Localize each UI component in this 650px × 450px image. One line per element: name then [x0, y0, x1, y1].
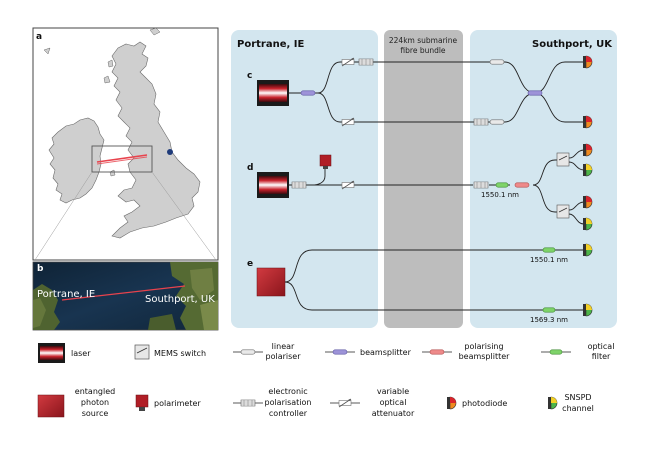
legend-epc-label-3: controller [269, 409, 308, 418]
panel-label-c: c [247, 71, 252, 81]
legend-laser-label: laser [71, 349, 91, 358]
map-zoom-box [91, 145, 153, 173]
mems-switch-bottom [556, 204, 570, 219]
region-fibre-bundle [384, 30, 463, 328]
legend-pbs-label-2: beamsplitter [459, 352, 511, 361]
legend-filter-label-2: filter [592, 352, 611, 361]
legend: laser MEMS switch linear polariser beams… [37, 342, 614, 418]
epc-c-top [358, 58, 374, 66]
epc-c-bottom [473, 118, 489, 126]
polariser-c-bottom [489, 119, 505, 125]
panel-a-map: a [32, 27, 219, 261]
legend-polarimeter: polarimeter [135, 394, 201, 411]
map-link-line [96, 154, 148, 163]
beamsplitter-c-uk [527, 90, 543, 96]
snspd-d-1 [583, 163, 593, 177]
schematic: Portrane, IE Southport, UK 224km submari… [231, 30, 617, 328]
legend-voa-label-2: optical [380, 398, 407, 407]
region-label-uk: Southport, UK [532, 39, 613, 50]
region-portrane [231, 30, 378, 328]
setup-c: c [247, 55, 593, 129]
setup-d: d 1550.1 nm [247, 143, 593, 231]
panel-label-b: b [37, 264, 44, 274]
region-label-ie: Portrane, IE [237, 39, 304, 50]
entangled-source-e [256, 267, 286, 297]
legend-beamsplitter: beamsplitter [325, 348, 412, 357]
map-location-dot [167, 149, 173, 155]
beamsplitter-c-ie [300, 90, 316, 96]
filter-e-bottom [542, 307, 556, 313]
legend-snspd: SNSPD channel [548, 393, 594, 413]
photodiode-d-2 [583, 195, 593, 209]
snspd-e-top [583, 243, 593, 257]
legend-mems: MEMS switch [134, 344, 206, 360]
fibre-label-line1: 224km submarine [389, 36, 458, 45]
filter-d [495, 182, 509, 188]
legend-pbs-label-1: polarising [464, 342, 503, 351]
legend-epc: electronic polarisation controller [233, 387, 312, 418]
panel-b-satellite: b Portrane, IE Southport, UK [32, 261, 219, 331]
photodiode-d-1 [583, 143, 593, 157]
legend-snspd-label-2: channel [562, 404, 594, 413]
legend-snspd-label-1: SNSPD [564, 393, 591, 402]
legend-epc-label-1: electronic [268, 387, 307, 396]
legend-mems-label: MEMS switch [154, 349, 206, 358]
polarimeter-d [319, 154, 332, 169]
photodiode-c-top [583, 55, 593, 69]
setup-e: e 1550.1 nm 1569.3 nm [247, 243, 593, 324]
legend-source-label-2: photon [81, 398, 109, 407]
pbs-d [514, 182, 530, 188]
legend-polariser-label-1: linear [272, 342, 295, 351]
legend-linear-polariser: linear polariser [233, 342, 301, 361]
legend-polarimeter-label: polarimeter [154, 399, 201, 408]
snspd-d-2 [583, 217, 593, 231]
filter-label-e-bottom: 1569.3 nm [530, 316, 568, 324]
legend-epc-label-2: polarisation [264, 398, 311, 407]
legend-source-label-1: entangled [75, 387, 115, 396]
map-label-uk: Southport, UK [145, 294, 215, 305]
map-label-ireland: Portrane, IE [37, 289, 95, 300]
legend-laser: laser [38, 343, 91, 363]
legend-polariser-label-2: polariser [266, 352, 302, 361]
epc-d-uk [473, 181, 489, 189]
polariser-c-top [489, 59, 505, 65]
mems-switch-top [556, 152, 570, 167]
region-southport [470, 30, 617, 328]
legend-voa: variable optical attenuator [330, 387, 415, 418]
legend-source-label-3: source [82, 409, 109, 418]
ireland-shape [48, 117, 105, 204]
fibre-label-line2: fibre bundle [400, 46, 446, 55]
epc-d-ie [291, 181, 307, 189]
legend-voa-label-3: attenuator [372, 409, 415, 418]
legend-entangled-source: entangled photon source [37, 387, 115, 418]
photodiode-c-bottom [583, 115, 593, 129]
legend-filter-label-1: optical [588, 342, 615, 351]
panel-label-a: a [36, 32, 42, 42]
filter-label-e-top: 1550.1 nm [530, 256, 568, 264]
legend-filter: optical filter [541, 342, 614, 361]
filter-label-d: 1550.1 nm [481, 191, 519, 199]
satellite-link-line [61, 285, 186, 301]
snspd-e-bottom [583, 303, 593, 317]
legend-voa-label-1: variable [377, 387, 409, 396]
legend-pbs: polarising beamsplitter [422, 342, 510, 361]
legend-photodiode: photodiode [447, 396, 507, 410]
panel-label-d: d [247, 163, 253, 173]
legend-beamsplitter-label: beamsplitter [360, 348, 412, 357]
panel-label-e: e [247, 259, 253, 269]
britain-shape [111, 41, 201, 239]
legend-photodiode-label: photodiode [462, 399, 507, 408]
filter-e-top [542, 247, 556, 253]
